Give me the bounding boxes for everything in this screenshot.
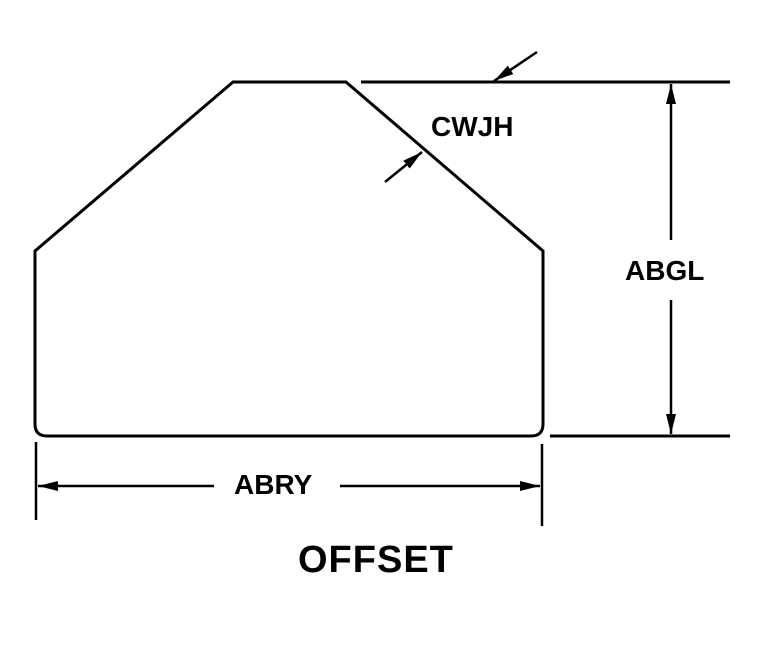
width-label: ABRY bbox=[234, 469, 313, 500]
thickness-label: CWJH bbox=[431, 111, 514, 142]
part-outline bbox=[33, 80, 545, 438]
thickness-arrow-inner bbox=[384, 151, 423, 183]
diagram-title: OFFSET bbox=[298, 539, 454, 581]
thickness-arrow-outer bbox=[493, 50, 538, 83]
height-label: ABGL bbox=[625, 255, 705, 286]
